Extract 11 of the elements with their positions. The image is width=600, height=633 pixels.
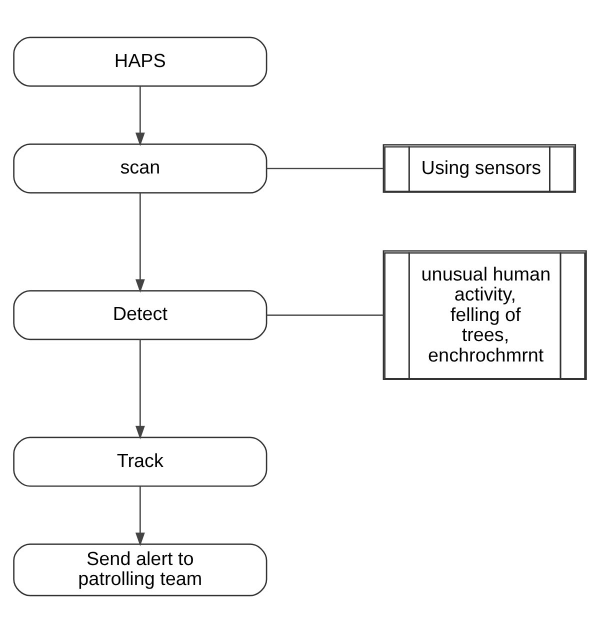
connector xyxy=(266,168,384,170)
connector xyxy=(266,314,384,316)
arrow xyxy=(135,486,145,546)
node-box: HAPS xyxy=(13,36,268,87)
node-box: Track xyxy=(13,436,268,487)
arrow xyxy=(135,192,145,293)
node-box: scan xyxy=(13,144,268,194)
node-box: Detect xyxy=(13,290,268,340)
arrow xyxy=(135,86,145,146)
arrow xyxy=(135,340,145,440)
node-box: Send alert to patrolling team xyxy=(13,544,268,596)
